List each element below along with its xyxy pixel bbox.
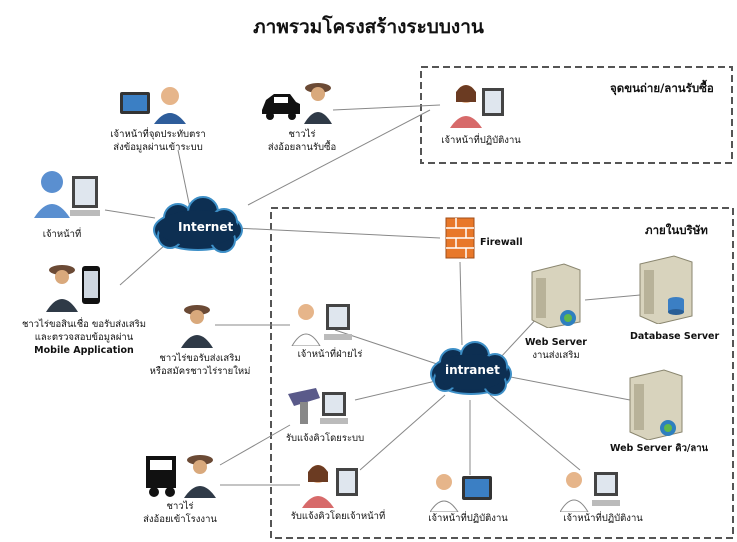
farmer-truck-icon [146,455,216,498]
farmer-deliver-yard-label: ชาวไร่ ส่งอ้อยลานรับซื้อ [267,129,337,153]
operator-1-label: เจ้าหน้าที่ปฏิบัติงาน [428,513,508,524]
operator-2-icon [560,472,620,512]
web-server-queue-label: Web Server คิว/ลาน [609,443,709,454]
internet-label: Internet [178,220,234,234]
firewall-label: Firewall [480,237,523,248]
intranet-cloud-icon [430,341,512,396]
database-server-icon [639,255,693,324]
web-server-promo-label: Web Server งานส่งเสริม [525,337,587,361]
intranet-label: intranet [445,363,500,377]
diagram-title: ภาพรวมโครงสร้างระบบงาน [253,16,484,38]
firewall-icon [445,217,475,259]
operator-2-label: เจ้าหน้าที่ปฏิบัติงาน [563,513,643,524]
queue-system-icon [288,388,348,424]
zone-yard-label: จุดขนถ่าย/ลานรับซื้อ [610,81,714,95]
internet-cloud-icon [153,196,243,253]
queue-staff-icon [302,465,358,508]
staff-point-icon [120,87,186,124]
farmer-register-label: ชาวไร่ขอรับส่งเสริม หรือสมัครชาวไร่รายให… [149,353,251,377]
web-server-queue-icon [629,369,683,440]
queue-system-label: รับแจ้งคิวโดยระบบ [285,433,365,444]
farm-staff-icon [291,304,352,346]
zone-company-label: ภายในบริษัท [645,223,708,237]
yard-operator-label: เจ้าหน้าที่ปฏิบัติงาน [441,135,521,146]
zone-company-border [270,207,734,539]
farmer-mobile-label: ชาวไร่ขอสินเชื่อ ขอรับส่งเสริม และตรวจสอ… [21,319,147,356]
farmer-mobile-icon [46,265,100,312]
farmer-factory-label: ชาวไร่ ส่งอ้อยเข้าโรงงาน [143,501,217,525]
web-server-promo-icon [531,263,581,328]
staff-label: เจ้าหน้าที่ [42,229,82,240]
queue-staff-label: รับแจ้งคิวโดยเจ้าหน้าที่ [290,511,386,522]
farmer-register-icon [181,305,213,348]
operator-1-icon [430,474,492,512]
farm-staff-label: เจ้าหน้าที่ฝ่ายไร่ [297,349,363,360]
staff-point-label: เจ้าหน้าที่จุดประทับตรา ส่งข้อมูลผ่านเข้… [110,129,206,153]
database-server-label: Database Server [630,331,720,342]
yard-operator-icon [450,85,504,128]
staff-icon [34,171,100,218]
farmer-car-icon [262,83,332,124]
